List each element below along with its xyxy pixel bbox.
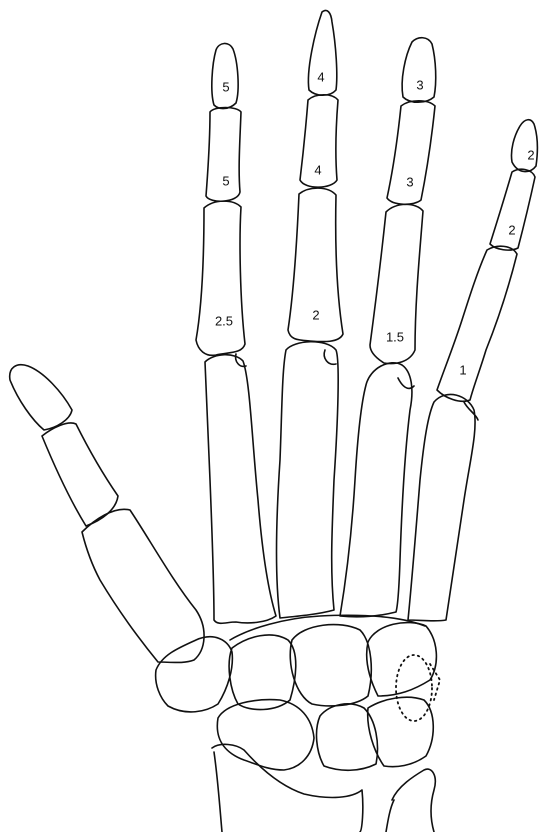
index-middle-phalanx [490, 169, 535, 250]
forearm-bones [212, 744, 435, 832]
middle-finger [340, 38, 436, 617]
index-finger [408, 120, 537, 621]
ring-metacarpal [277, 342, 339, 618]
label-middle-proximal: 1.5 [386, 329, 404, 344]
trapezium [156, 637, 233, 712]
little-proximal-phalanx [196, 201, 245, 355]
ulna-fragment [392, 769, 435, 832]
label-little-distal: 5 [222, 79, 229, 94]
thumb-distal-phalanx [10, 365, 72, 430]
little-metacarpal [205, 355, 276, 624]
label-ring-proximal: 2 [312, 307, 319, 322]
ulna-styloid [386, 800, 394, 832]
thumb-proximal-phalanx [42, 423, 118, 526]
phalanx-labels: 5 5 2.5 4 4 2 3 3 1.5 2 2 1 [215, 69, 535, 377]
scaphoid [217, 700, 314, 770]
ring-finger [277, 10, 343, 618]
middle-distal-phalanx [402, 38, 436, 103]
label-index-distal: 2 [527, 147, 534, 162]
label-ring-distal: 4 [317, 69, 324, 84]
middle-metacarpal [340, 363, 412, 617]
label-middle-middle: 3 [406, 174, 413, 189]
hamate [367, 623, 437, 696]
little-distal-phalanx [212, 43, 238, 108]
ring-metacarpal-notch [324, 350, 336, 364]
carpal-bones [156, 615, 440, 770]
thumb [10, 365, 204, 663]
label-little-proximal: 2.5 [215, 313, 233, 328]
label-ring-middle: 4 [314, 162, 321, 177]
radius-distal-end [212, 744, 363, 832]
label-index-proximal: 1 [459, 362, 466, 377]
little-finger [196, 43, 276, 623]
capitate [290, 625, 371, 706]
index-metacarpal [408, 394, 475, 620]
index-proximal-phalanx [437, 246, 517, 401]
thumb-metacarpal [82, 509, 204, 662]
label-little-middle: 5 [222, 173, 229, 188]
trapezoid [229, 635, 296, 710]
label-middle-distal: 3 [416, 77, 423, 92]
radius-shaft-left [214, 752, 222, 832]
label-index-middle: 2 [508, 222, 515, 237]
index-distal-phalanx [511, 120, 537, 172]
